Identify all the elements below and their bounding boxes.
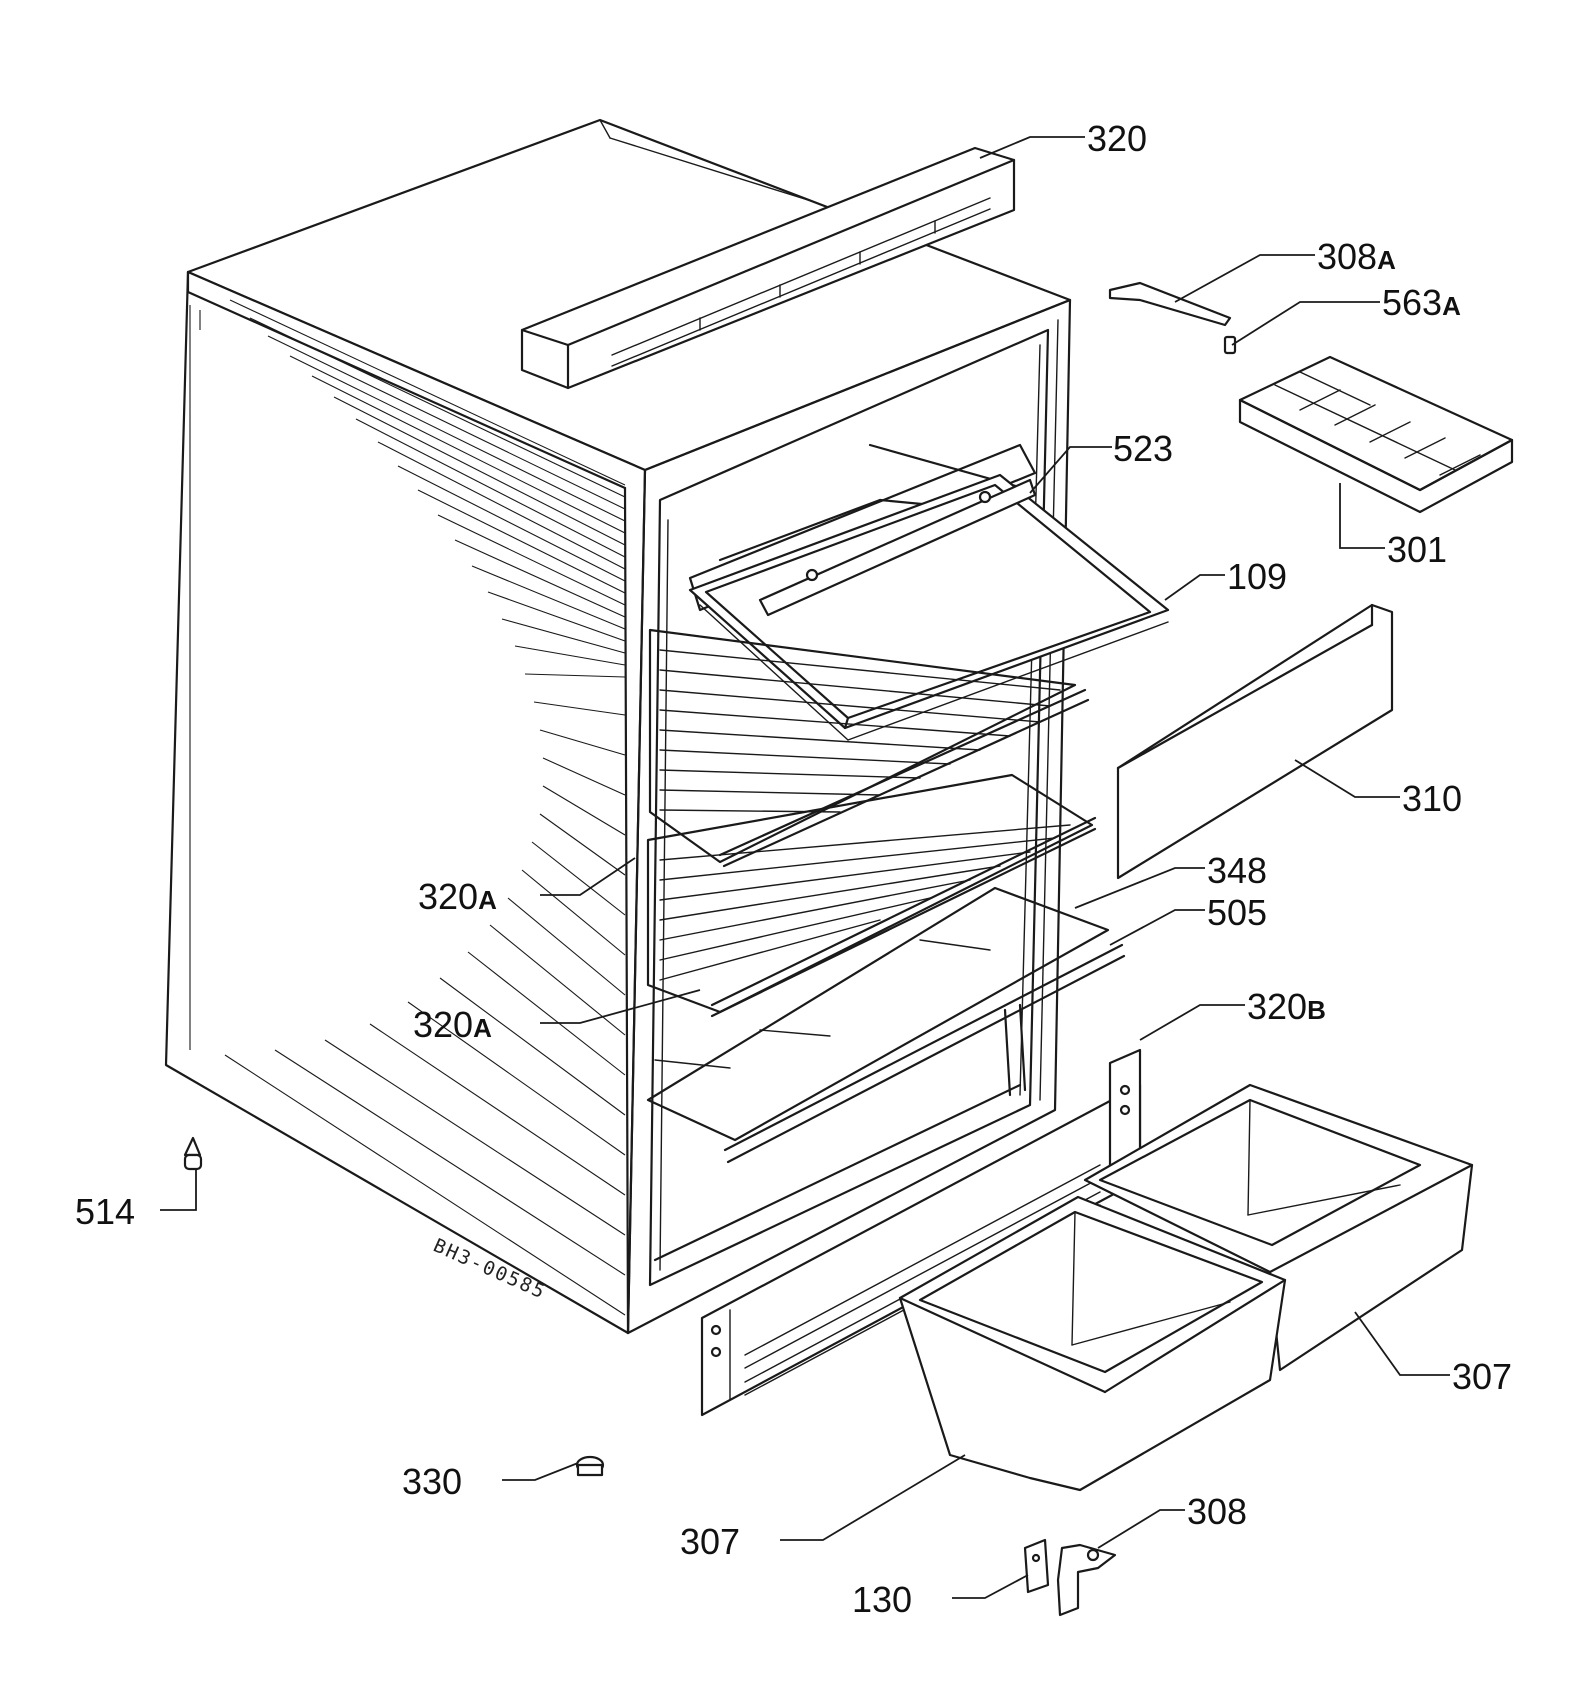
wire-shelf-lower	[646, 773, 1097, 1018]
callout-320b: 320B	[1247, 986, 1326, 1027]
crisper-drawer-right	[1083, 1083, 1474, 1372]
lower-inner-frame	[653, 1003, 1027, 1262]
callout-308a: 308A	[1317, 236, 1396, 277]
freezer-tray	[688, 473, 1170, 741]
screw-563a	[1223, 335, 1237, 355]
crisper-cover-front	[1116, 603, 1394, 880]
ice-cube-tray	[1238, 355, 1514, 514]
foot-514	[183, 1136, 203, 1171]
bracket-308a	[1108, 281, 1232, 327]
bottom-vent-grille	[700, 1048, 1142, 1417]
callout-514: 514	[75, 1191, 135, 1232]
crisper-drawer-left	[898, 1195, 1287, 1492]
side-shading	[189, 299, 626, 1316]
leader-lines	[160, 136, 1450, 1599]
callout-563a: 563A	[1382, 282, 1461, 323]
top-vent-grille	[520, 146, 1016, 390]
callout-130: 130	[852, 1579, 912, 1620]
callout-310: 310	[1402, 778, 1462, 819]
callout-523: 523	[1113, 428, 1173, 469]
glass-shelf	[646, 886, 1126, 1164]
hinge-bracket-308	[1056, 1543, 1117, 1617]
callout-505: 505	[1207, 892, 1267, 933]
callout-330: 330	[402, 1461, 462, 1502]
hinge-130	[1023, 1538, 1050, 1594]
callout-109: 109	[1227, 556, 1287, 597]
plug-330	[575, 1455, 605, 1477]
callout-348: 348	[1207, 850, 1267, 891]
callout-307-left: 307	[680, 1521, 740, 1562]
callout-320a-upper: 320A	[418, 876, 497, 917]
wire-shelf-upper	[648, 628, 1090, 868]
callout-308: 308	[1187, 1491, 1247, 1532]
callout-320a-lower: 320A	[413, 1004, 492, 1045]
drip-tray-bar	[758, 478, 1037, 617]
callout-labels: 320 308A 563A 523 301 109 310 348 505 32…	[75, 118, 1512, 1620]
callout-301: 301	[1387, 529, 1447, 570]
callout-307-right: 307	[1452, 1356, 1512, 1397]
callout-320: 320	[1087, 118, 1147, 159]
